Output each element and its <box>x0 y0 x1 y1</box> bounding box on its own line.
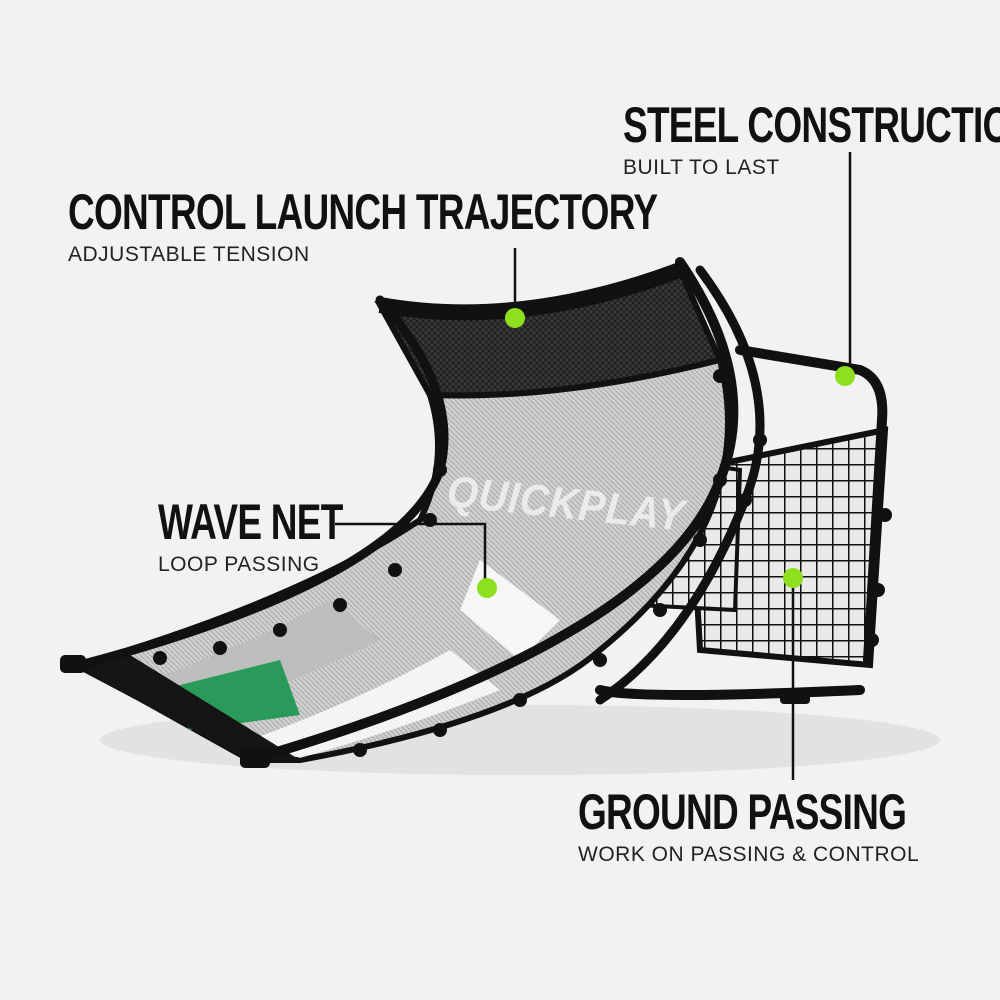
foot <box>780 690 810 704</box>
base-rail <box>595 685 865 700</box>
wave-dot <box>477 578 497 598</box>
foot <box>240 748 270 768</box>
callout-title: GROUND PASSING <box>578 784 907 840</box>
foot <box>60 655 86 673</box>
right-side-frame <box>735 345 888 665</box>
callout-subtitle: LOOP PASSING <box>158 553 320 576</box>
launch-dot <box>505 308 525 328</box>
wave-frame-left <box>75 295 449 670</box>
wave-leader <box>335 522 487 585</box>
launch-net-band <box>378 262 683 321</box>
callout-wave-net: WAVE NET LOOP PASSING <box>158 497 407 577</box>
leader-lines <box>335 152 852 780</box>
frame-joints <box>153 369 892 757</box>
callout-title: CONTROL LAUNCH TRAJECTORY <box>68 184 658 240</box>
callout-steel-construction: STEEL CONSTRUCTION BUILT TO LAST <box>623 100 1000 180</box>
wave-frame-right <box>245 257 739 765</box>
front-band <box>70 655 300 760</box>
callout-subtitle: BUILT TO LAST <box>623 156 780 179</box>
callout-control-launch-trajectory: CONTROL LAUNCH TRAJECTORY ADJUSTABLE TEN… <box>68 187 864 267</box>
callout-subtitle: WORK ON PASSING & CONTROL <box>578 843 920 866</box>
callout-title: STEEL CONSTRUCTION <box>623 97 1000 153</box>
accent-dots <box>477 308 855 598</box>
ground-dot <box>783 568 803 588</box>
callout-subtitle: ADJUSTABLE TENSION <box>68 243 310 266</box>
net-chevron <box>250 650 500 758</box>
steel-dot <box>835 366 855 386</box>
callout-ground-passing: GROUND PASSING WORK ON PASSING & CONTROL <box>578 787 1000 867</box>
callout-title: WAVE NET <box>158 494 343 550</box>
